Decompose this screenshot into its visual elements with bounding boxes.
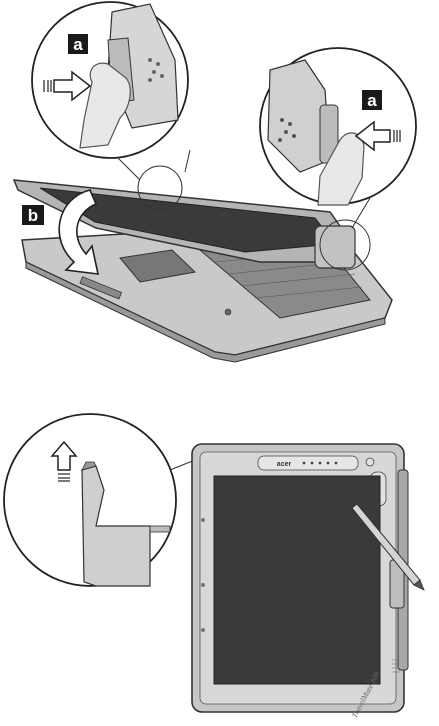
svg-text:a: a <box>367 91 377 110</box>
left-latch-callout: a <box>32 2 188 158</box>
step-b-badge: b <box>22 205 44 225</box>
laptop-rotation-figure: b <box>14 2 416 362</box>
brand-logo: acer <box>277 461 292 468</box>
stylus-slot-callout <box>4 414 176 586</box>
right-latch-callout: a <box>260 48 416 205</box>
svg-text:a: a <box>73 35 83 54</box>
tablet-mode-figure: acer TravelMate 100 <box>4 414 424 719</box>
step-a-badge-right: a <box>362 90 382 110</box>
svg-text:b: b <box>28 206 38 225</box>
step-a-badge-left: a <box>68 34 88 54</box>
tablet-device: acer TravelMate 100 <box>192 444 408 719</box>
